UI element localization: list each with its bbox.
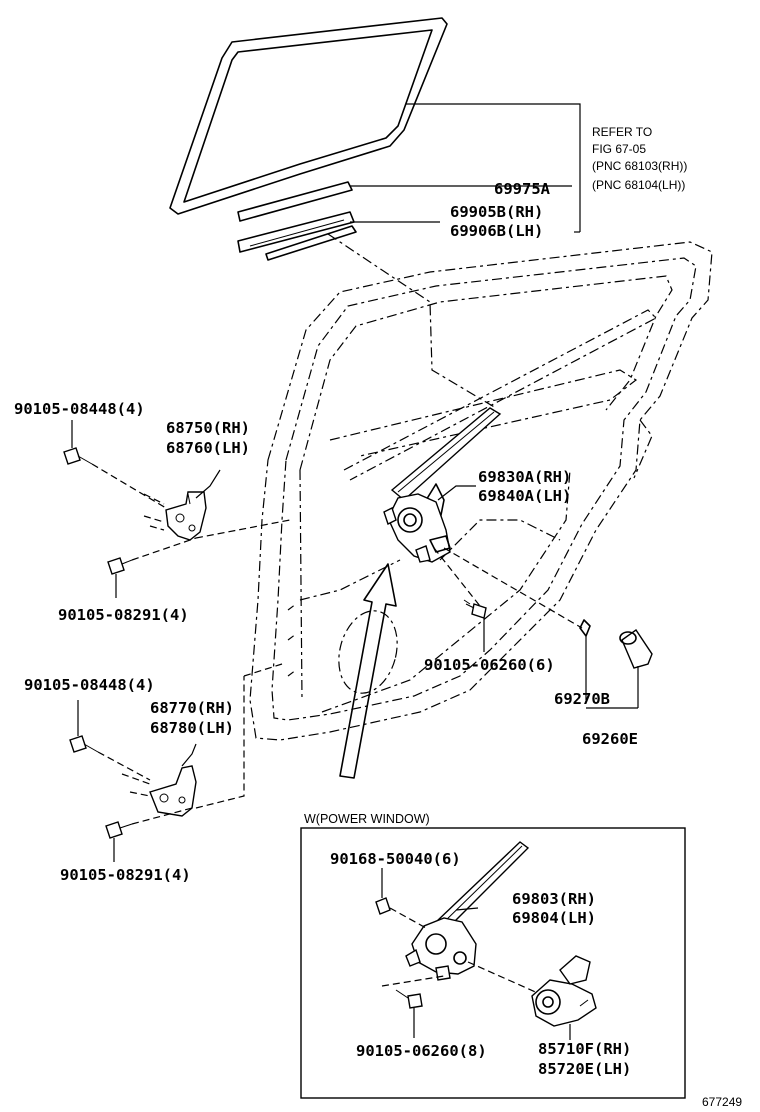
power-window-motor-icon — [531, 955, 597, 1040]
part-69840a-label: 69840A(LH) — [478, 487, 571, 505]
pnc-lh-label: (PNC 68104(LH)) — [592, 178, 685, 192]
part-69260e-label: 69260E — [582, 730, 638, 748]
inset-title: W(POWER WINDOW) — [304, 812, 430, 826]
bolt-icon — [63, 420, 167, 509]
glass-run-strip-icon — [237, 181, 357, 261]
part-69975a-label: 69975A — [494, 180, 551, 198]
bolt-icon — [107, 537, 197, 598]
part-68780-label: 68780(LH) — [150, 719, 234, 737]
bolt-icon — [433, 547, 487, 652]
bolt-icon — [381, 975, 445, 1038]
refer-to-label: REFER TO — [592, 125, 652, 139]
regulator-handle-icon — [619, 629, 653, 708]
door-frame-icon — [249, 241, 713, 741]
inset-box — [300, 827, 686, 1099]
bolt-icon — [105, 807, 193, 862]
part-69804-label: 69804(LH) — [512, 909, 596, 927]
bolt-90105-08448-bot-label: 90105-08448(4) — [24, 676, 155, 694]
part-69830a-label: 69830A(RH) — [478, 468, 571, 486]
arrow-icon — [339, 563, 397, 779]
part-69906b-label: 69906B(LH) — [450, 222, 543, 240]
part-85710f-label: 85710F(RH) — [538, 1040, 631, 1058]
pnc-rh-label: (PNC 68103(RH)) — [592, 159, 687, 173]
part-85720e-label: 85720E(LH) — [538, 1060, 631, 1078]
door-hinge-upper-icon — [143, 491, 207, 541]
bolt-icon — [375, 868, 427, 929]
bolt-90168-50040-label: 90168-50040(6) — [330, 850, 461, 868]
part-69803-label: 69803(RH) — [512, 890, 596, 908]
part-68770-label: 68770(RH) — [150, 699, 234, 717]
part-68750-label: 68750(RH) — [166, 419, 250, 437]
bolt-90105-08291-bot-label: 90105-08291(4) — [60, 866, 191, 884]
figure-number: 677249 — [702, 1095, 742, 1109]
bolt-90105-06260-8-label: 90105-06260(8) — [356, 1042, 487, 1060]
bolt-90105-08291-top-label: 90105-08291(4) — [58, 606, 189, 624]
bolt-90105-08448-top-label: 90105-08448(4) — [14, 400, 145, 418]
part-69270b-label: 69270B — [554, 690, 610, 708]
fig-ref-label: FIG 67-05 — [592, 142, 646, 156]
door-glass-icon — [169, 17, 448, 215]
bolt-90105-06260-6-label: 90105-06260(6) — [424, 656, 555, 674]
door-hinge-lower-icon — [121, 765, 197, 817]
part-69905b-label: 69905B(RH) — [450, 203, 543, 221]
clip-icon — [579, 619, 591, 684]
bolt-icon — [69, 700, 151, 781]
window-regulator-icon — [383, 407, 502, 563]
power-window-regulator-icon — [405, 841, 530, 981]
part-68760-label: 68760(LH) — [166, 439, 250, 457]
